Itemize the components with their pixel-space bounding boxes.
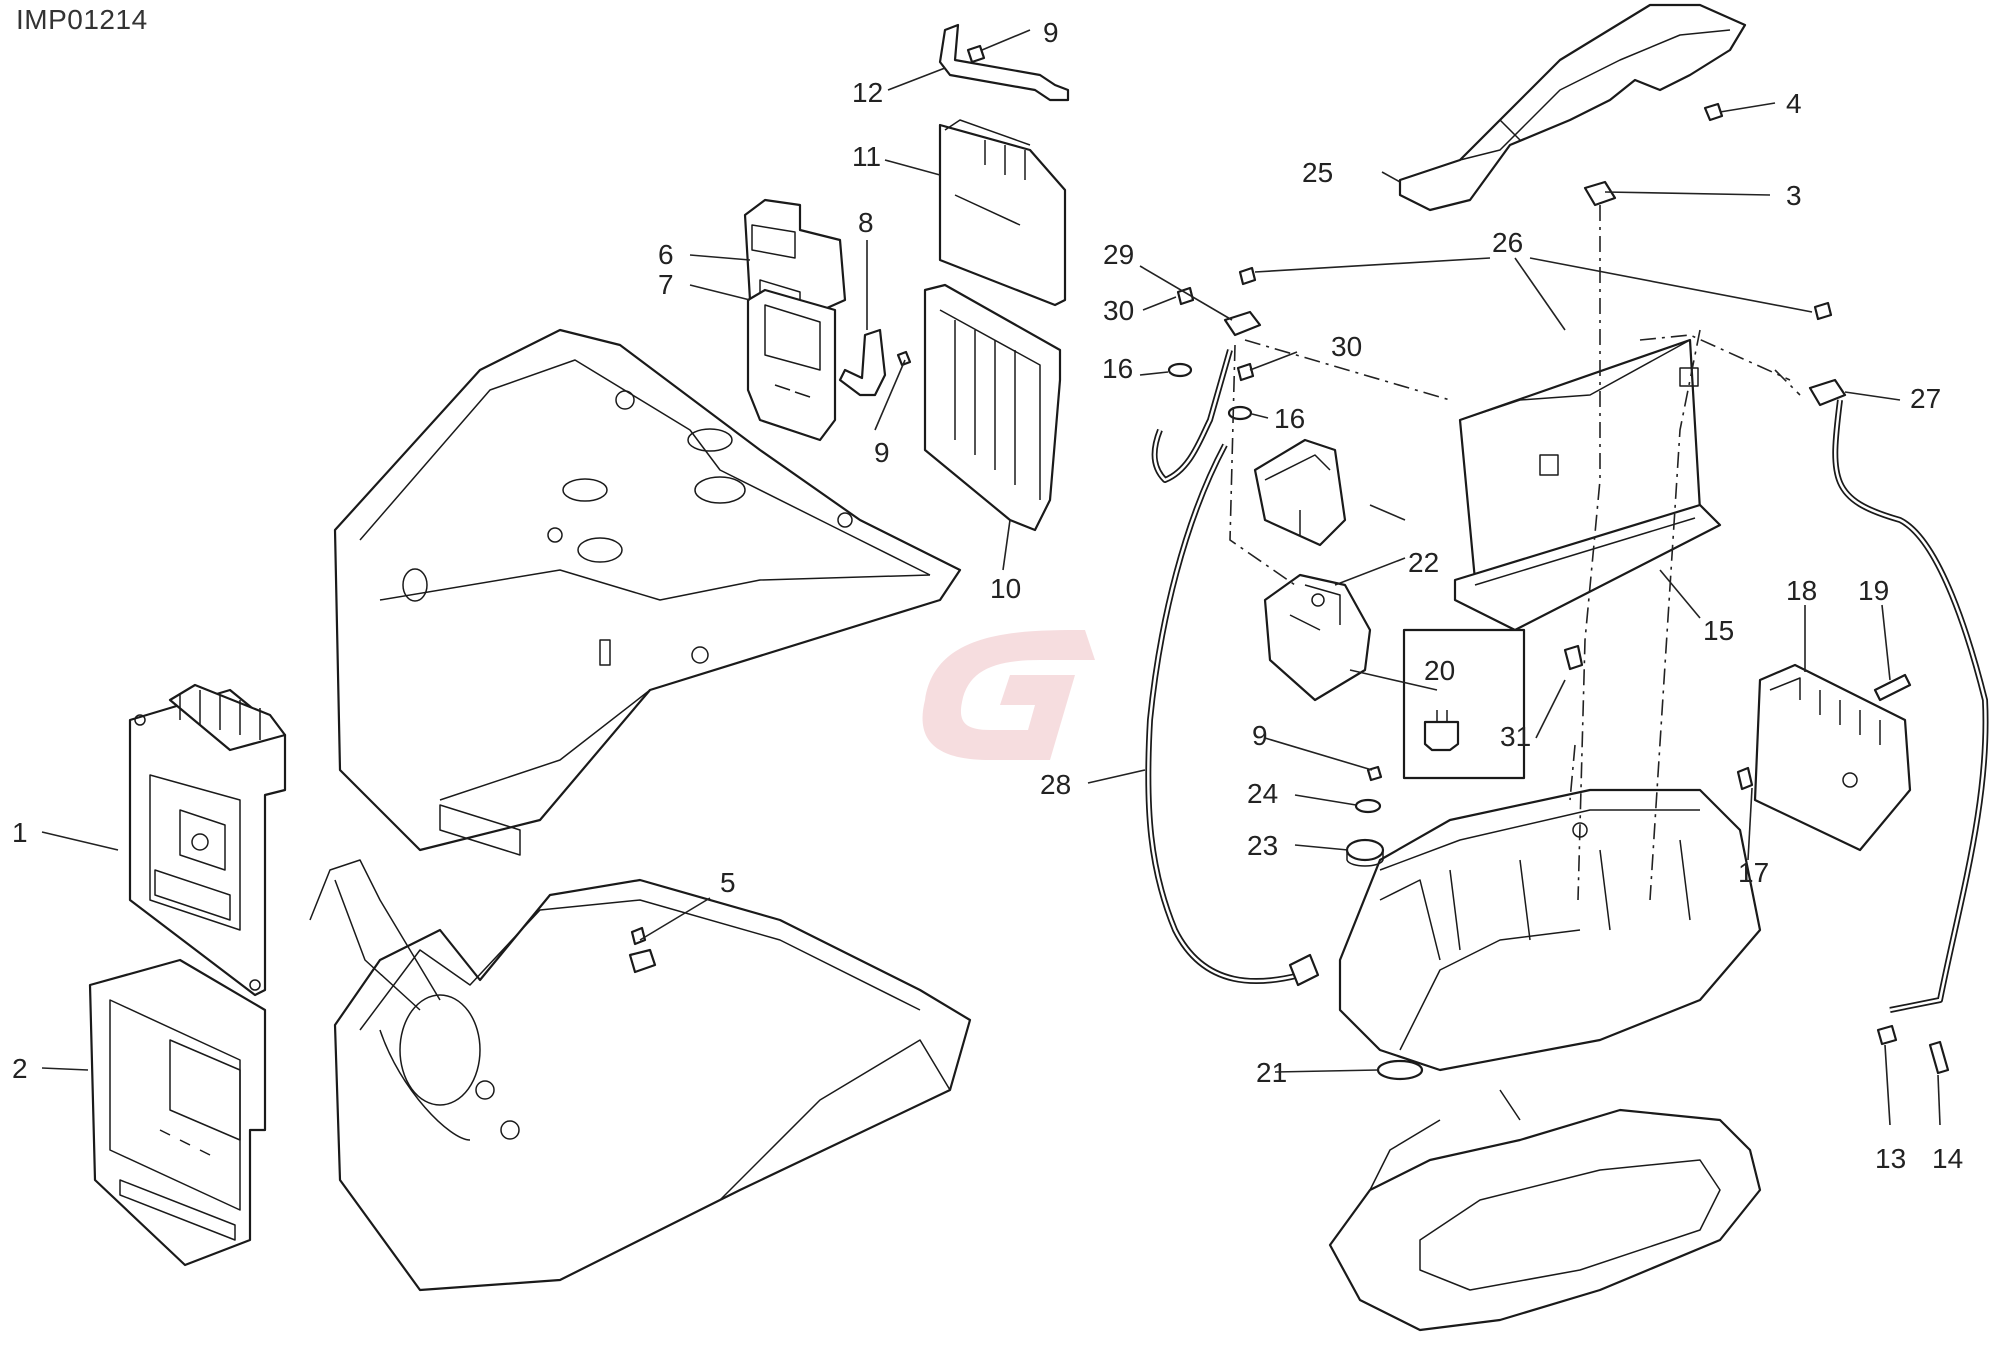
callout-labels: 1 2 3 4 5 6 7 8 9 9 9 10 11 12 13 14 15 …	[12, 17, 1963, 1174]
callout-31: 31	[1500, 721, 1531, 752]
ecu-module-part	[128, 683, 287, 997]
callout-1: 1	[12, 817, 28, 848]
unit-housing-part	[923, 283, 1062, 532]
callout-27: 27	[1910, 383, 1941, 414]
starter-relay-part	[1263, 573, 1372, 702]
callout-6: 6	[658, 239, 674, 270]
fuse-box-part	[1402, 628, 1526, 780]
screw-parts	[896, 44, 1383, 782]
clip-parts	[1583, 102, 1724, 207]
callout-4: 4	[1786, 88, 1802, 119]
screw-19-part	[1873, 673, 1912, 702]
seal-21-part	[1376, 1059, 1424, 1081]
battery-holder-part	[1338, 788, 1762, 1072]
callout-13: 13	[1875, 1143, 1906, 1174]
washer-24-part	[1354, 798, 1382, 814]
callout-8: 8	[858, 207, 874, 238]
callout-12: 12	[852, 77, 883, 108]
bracket-part	[838, 328, 887, 397]
callout-10: 10	[990, 573, 1021, 604]
battery-cable-27-part	[1808, 378, 1989, 1075]
battery-part	[1458, 338, 1702, 582]
ecu-cover-plate-part	[88, 958, 267, 1267]
watermark-logo	[922, 630, 1095, 760]
screw-5-part	[628, 926, 657, 974]
callout-21: 21	[1256, 1057, 1287, 1088]
bracket-bar-part	[938, 23, 1070, 102]
battery-cable-28-part	[1145, 443, 1320, 987]
callout-18: 18	[1786, 575, 1817, 606]
callout-24: 24	[1247, 778, 1278, 809]
callout-26: 26	[1492, 227, 1523, 258]
grommet-23-part	[1345, 838, 1385, 867]
callout-29: 29	[1103, 239, 1134, 270]
lower-tray-part	[1328, 1089, 1762, 1332]
callout-15: 15	[1703, 615, 1734, 646]
callout-11: 11	[852, 141, 881, 172]
callout-16-right: 16	[1274, 403, 1305, 434]
washer-screw-parts	[1167, 266, 1833, 421]
diagram-reference-id: IMP01214	[16, 4, 148, 35]
relay-cap-part	[1253, 438, 1347, 547]
electrical-tray-upper-part	[333, 328, 962, 856]
callout-9-top: 9	[1043, 17, 1059, 48]
callout-22: 22	[1408, 547, 1439, 578]
callout-16-left: 16	[1102, 353, 1133, 384]
control-unit-part	[938, 119, 1067, 307]
callout-5: 5	[720, 867, 736, 898]
callout-17: 17	[1738, 857, 1769, 888]
callout-3: 3	[1786, 180, 1802, 211]
leader-lines	[41, 29, 1941, 1126]
voltage-regulator-part	[1753, 663, 1912, 852]
callout-7: 7	[658, 269, 674, 300]
callout-30-right: 30	[1331, 331, 1362, 362]
bush-17-part	[1736, 766, 1754, 791]
callout-14: 14	[1932, 1143, 1963, 1174]
battery-tray-part	[1453, 503, 1722, 632]
callout-9-left: 9	[874, 437, 890, 468]
callout-19: 19	[1858, 575, 1889, 606]
callout-25: 25	[1302, 157, 1333, 188]
callout-23: 23	[1247, 830, 1278, 861]
connector-holder-part	[746, 288, 837, 442]
callout-30-left: 30	[1103, 295, 1134, 326]
push-pin-31-part	[1563, 644, 1584, 671]
callout-28: 28	[1040, 769, 1071, 800]
callout-20: 20	[1424, 655, 1455, 686]
battery-cover-part	[1398, 3, 1747, 212]
frame-lower-part	[309, 859, 972, 1292]
assembly-guide-lines	[1229, 205, 1801, 901]
battery-cable-29-part	[1151, 310, 1262, 483]
callout-2: 2	[12, 1053, 28, 1084]
callout-9-right: 9	[1252, 720, 1268, 751]
